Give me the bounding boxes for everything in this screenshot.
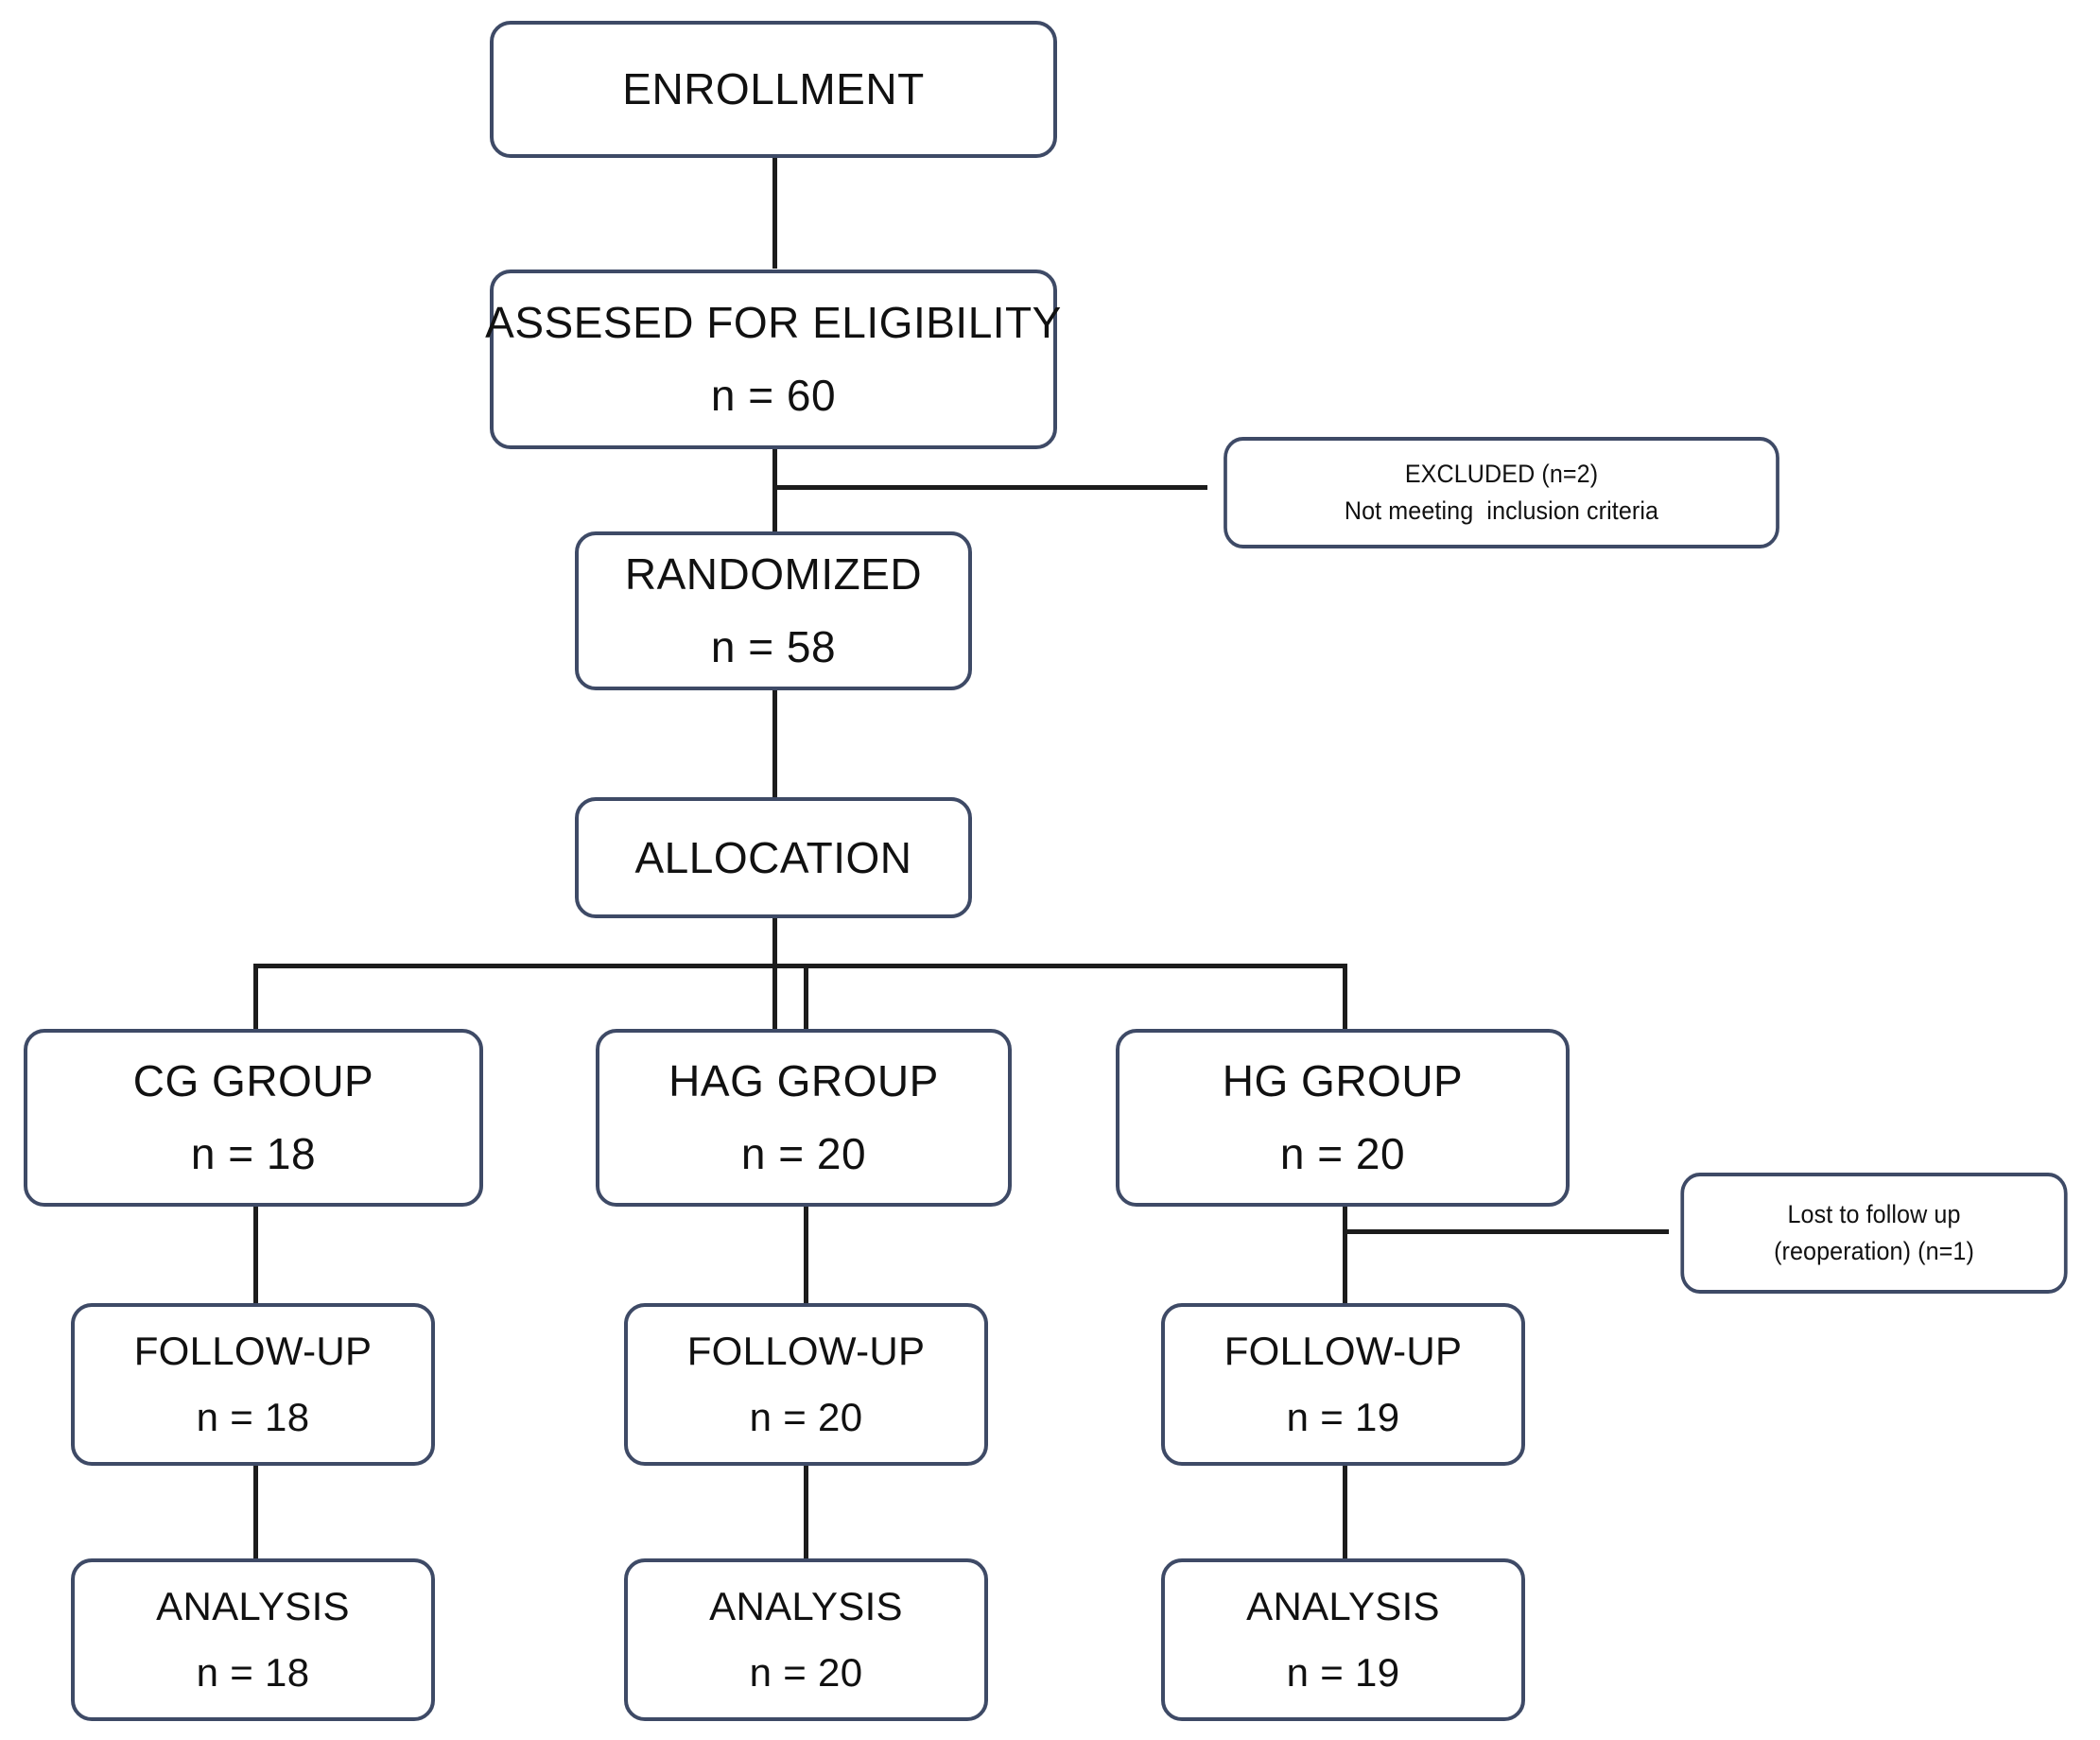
followup-label-hg: FOLLOW-UP — [1224, 1329, 1463, 1374]
node-followup-hg[interactable]: FOLLOW-UP n = 19 — [1161, 1303, 1525, 1466]
node-randomized[interactable]: RANDOMIZED n = 58 — [575, 531, 972, 690]
followup-count-hg: n = 19 — [1286, 1395, 1400, 1439]
connector-to-excluded — [772, 485, 1207, 490]
connector-assessed-to-randomized — [772, 443, 777, 537]
group-count-hg: n = 20 — [1279, 1129, 1406, 1178]
group-label-hag: HAG GROUP — [668, 1056, 939, 1106]
followup-label-hag: FOLLOW-UP — [686, 1329, 926, 1374]
group-count-cg: n = 18 — [190, 1129, 317, 1178]
enrollment-label: ENROLLMENT — [622, 64, 925, 114]
connector-allocation-bus — [253, 964, 1345, 968]
connector-to-lost-followup — [1343, 1229, 1669, 1234]
assessed-label: ASSESED FOR ELIGIBILITY — [485, 298, 1062, 348]
randomized-label: RANDOMIZED — [624, 549, 923, 600]
node-excluded[interactable]: EXCLUDED (n=2) Not meeting inclusion cri… — [1224, 437, 1779, 548]
analysis-count-cg: n = 18 — [196, 1650, 310, 1695]
excluded-line-2: Not meeting inclusion criteria — [1344, 496, 1659, 525]
connector-enrollment-to-assessed — [772, 153, 777, 269]
node-analysis-hag[interactable]: ANALYSIS n = 20 — [624, 1558, 988, 1721]
connector-hag-followup-to-analysis — [804, 1461, 808, 1560]
lost-followup-line-1: Lost to follow up — [1787, 1199, 1961, 1228]
node-enrollment[interactable]: ENROLLMENT — [490, 21, 1057, 158]
group-count-hag: n = 20 — [740, 1129, 867, 1178]
node-followup-hag[interactable]: FOLLOW-UP n = 20 — [624, 1303, 988, 1466]
lost-followup-line-2: (reoperation) (n=1) — [1774, 1237, 1974, 1265]
node-group-hag[interactable]: HAG GROUP n = 20 — [596, 1029, 1012, 1207]
followup-label-cg: FOLLOW-UP — [133, 1329, 373, 1374]
excluded-line-1: EXCLUDED (n=2) — [1404, 459, 1599, 488]
connector-hag-group-to-followup — [804, 1203, 808, 1307]
node-analysis-cg[interactable]: ANALYSIS n = 18 — [71, 1558, 435, 1721]
followup-count-hag: n = 20 — [749, 1395, 863, 1439]
analysis-label-cg: ANALYSIS — [156, 1584, 350, 1629]
node-allocation[interactable]: ALLOCATION — [575, 797, 972, 918]
randomized-count: n = 58 — [710, 622, 837, 671]
node-lost-to-followup[interactable]: Lost to follow up (reoperation) (n=1) — [1680, 1173, 2068, 1294]
connector-bus-drop-cg — [253, 964, 258, 1032]
followup-count-cg: n = 18 — [196, 1395, 310, 1439]
connector-cg-followup-to-analysis — [253, 1461, 258, 1560]
group-label-cg: CG GROUP — [132, 1056, 374, 1106]
assessed-count: n = 60 — [710, 371, 837, 420]
analysis-label-hg: ANALYSIS — [1246, 1584, 1440, 1629]
connector-bus-drop-hg — [1343, 964, 1347, 1032]
node-group-cg[interactable]: CG GROUP n = 18 — [24, 1029, 483, 1207]
connector-hg-group-to-followup — [1343, 1203, 1347, 1307]
connector-allocation-stem — [772, 914, 777, 1029]
node-followup-cg[interactable]: FOLLOW-UP n = 18 — [71, 1303, 435, 1466]
connector-bus-drop-hag — [804, 964, 808, 1032]
node-group-hg[interactable]: HG GROUP n = 20 — [1116, 1029, 1570, 1207]
allocation-label: ALLOCATION — [634, 832, 912, 882]
connector-hg-followup-to-analysis — [1343, 1461, 1347, 1560]
analysis-count-hg: n = 19 — [1286, 1650, 1400, 1695]
node-analysis-hg[interactable]: ANALYSIS n = 19 — [1161, 1558, 1525, 1721]
analysis-count-hag: n = 20 — [749, 1650, 863, 1695]
connector-randomized-to-allocation — [772, 683, 777, 802]
analysis-label-hag: ANALYSIS — [709, 1584, 903, 1629]
node-assessed-for-eligibility[interactable]: ASSESED FOR ELIGIBILITY n = 60 — [485, 270, 1061, 449]
connector-cg-group-to-followup — [253, 1203, 258, 1307]
group-label-hg: HG GROUP — [1222, 1056, 1464, 1106]
